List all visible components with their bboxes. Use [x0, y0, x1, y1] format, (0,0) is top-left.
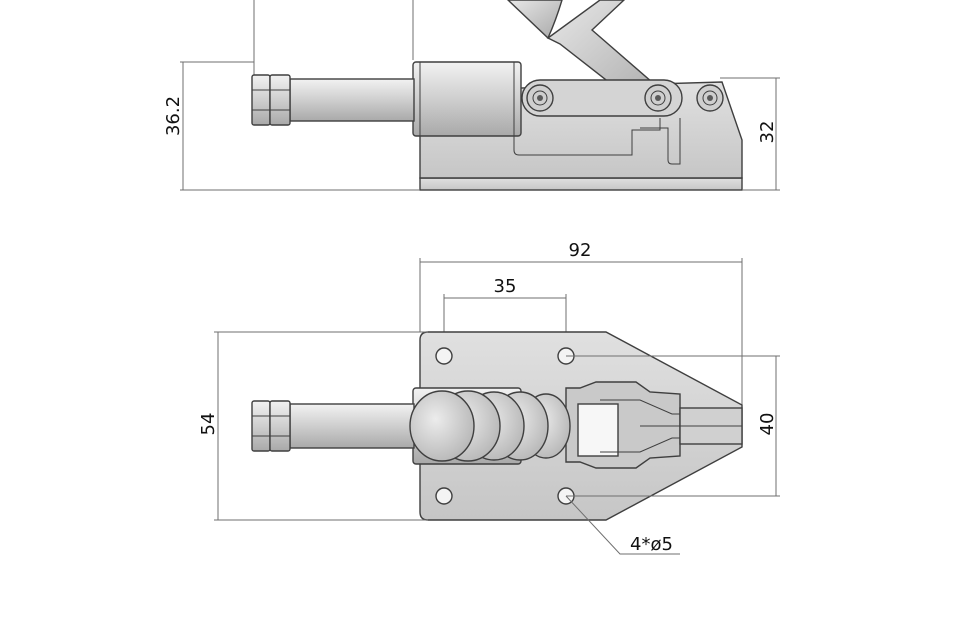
- side-base-plate: [419, 177, 743, 191]
- top-linkage-window: [577, 403, 619, 457]
- side-slot-detail: [640, 118, 681, 165]
- mounting-hole-3: [435, 487, 453, 505]
- side-hex-nut-outer: [251, 74, 271, 126]
- side-pivot-2: [644, 84, 672, 112]
- side-pivot-3: [696, 84, 724, 112]
- dim-label-length-total: 92: [569, 240, 592, 261]
- top-hex-nut-inner: [269, 400, 291, 452]
- side-plunger-rod: [289, 78, 415, 122]
- dim-label-height-body: 32: [757, 121, 778, 144]
- side-view: 36.2 32: [163, 0, 780, 191]
- mounting-hole-1: [435, 347, 453, 365]
- hole-callout-label: 4*ø5: [630, 534, 673, 555]
- side-handle-tip: [506, 0, 563, 40]
- side-slot-outline: [513, 118, 661, 156]
- side-pivot-1: [526, 84, 554, 112]
- top-view: 92 35: [198, 240, 780, 555]
- dim-label-hole-spacing-y: 40: [757, 413, 778, 436]
- dim-label-width-total: 54: [198, 413, 219, 436]
- side-guide-block: [412, 61, 522, 137]
- hole-callout-leader: [565, 495, 680, 555]
- top-hex-nut-outer: [251, 400, 271, 452]
- dim-label-height-total: 36.2: [163, 96, 184, 136]
- side-hex-nut-inner: [269, 74, 291, 126]
- dim-label-hole-spacing-x: 35: [494, 276, 517, 297]
- side-link-bar: [521, 79, 683, 117]
- top-plunger-rod: [289, 403, 415, 449]
- top-handle-knob: [409, 390, 571, 462]
